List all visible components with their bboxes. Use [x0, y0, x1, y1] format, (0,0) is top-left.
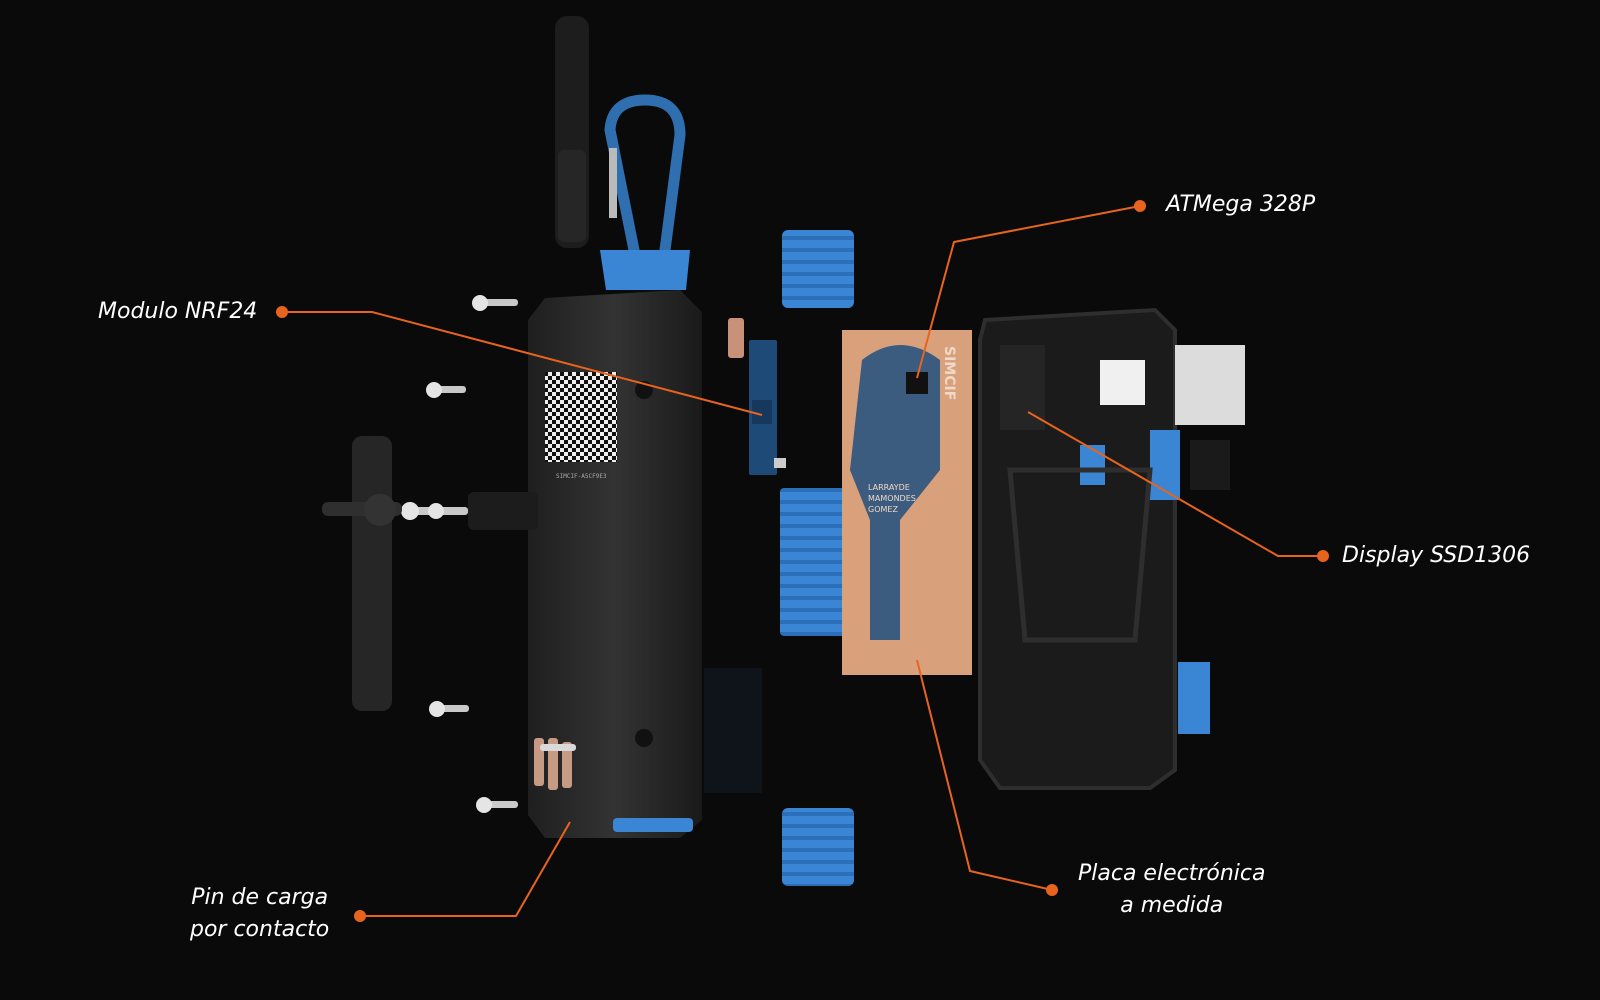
label-display: Display SSD1306: [1342, 543, 1531, 568]
nrf24-module: [728, 318, 786, 475]
gasket-top: [782, 230, 854, 308]
atmega-chip: [906, 372, 928, 394]
label-nrf24-module: Modulo NRF24: [98, 299, 258, 324]
label-charging-pin-line2: por contacto: [190, 917, 330, 942]
screw-bottom: [476, 797, 518, 813]
callout-ssd1306-dot: [1317, 550, 1329, 562]
label-custom-pcb-line1: Placa electrónica: [1078, 861, 1266, 886]
gasket-bottom: [782, 808, 854, 886]
callout-lines: [282, 205, 1323, 917]
callout-placa-line: [916, 659, 1053, 891]
callout-dots: [276, 200, 1329, 922]
callout-pin-line: [360, 821, 571, 917]
gasket-side: [780, 488, 848, 636]
pcb-names: LARRAYDE MAMONDES GOMEZ: [868, 483, 916, 514]
back-housing: SIMCIF-A5CF9E3: [468, 290, 762, 838]
belt-clip: [322, 436, 402, 711]
carabiner: [600, 94, 690, 290]
callout-nrf24-line: [282, 311, 763, 416]
label-charging-pin-line1: Pin de carga: [191, 885, 329, 910]
screw-lower: [429, 701, 469, 717]
pcb-brand: SIMCIF: [941, 346, 957, 400]
front-housing-frame: [978, 307, 1245, 790]
callout-atmega-dot: [1134, 200, 1146, 212]
callout-ssd1306-line: [1027, 411, 1323, 557]
housing-serial: SIMCIF-A5CF9E3: [556, 473, 607, 480]
label-atmega-chip: ATMega 328P: [1166, 192, 1316, 217]
label-charging-pin: Pin de carga por contacto: [190, 882, 329, 946]
custom-pcb: SIMCIF LARRAYDE MAMONDES GOMEZ: [842, 330, 972, 675]
pcb-name-line: LARRAYDE: [868, 483, 910, 492]
callout-pin-dot: [354, 910, 366, 922]
label-custom-pcb-line2: a medida: [1120, 893, 1224, 918]
screw-upper: [426, 382, 466, 398]
antenna: [555, 16, 589, 248]
label-custom-pcb: Placa electrónica a medida: [1078, 858, 1265, 922]
pcb-name-line: GOMEZ: [868, 505, 898, 514]
charging-pins: [534, 738, 576, 790]
screw-middle: [401, 502, 468, 520]
screw-top: [472, 295, 518, 311]
callout-atmega-line: [916, 205, 1141, 379]
pcb-name-line: MAMONDES: [868, 494, 916, 503]
callout-placa-dot: [1046, 884, 1058, 896]
callout-nrf24-dot: [276, 306, 288, 318]
